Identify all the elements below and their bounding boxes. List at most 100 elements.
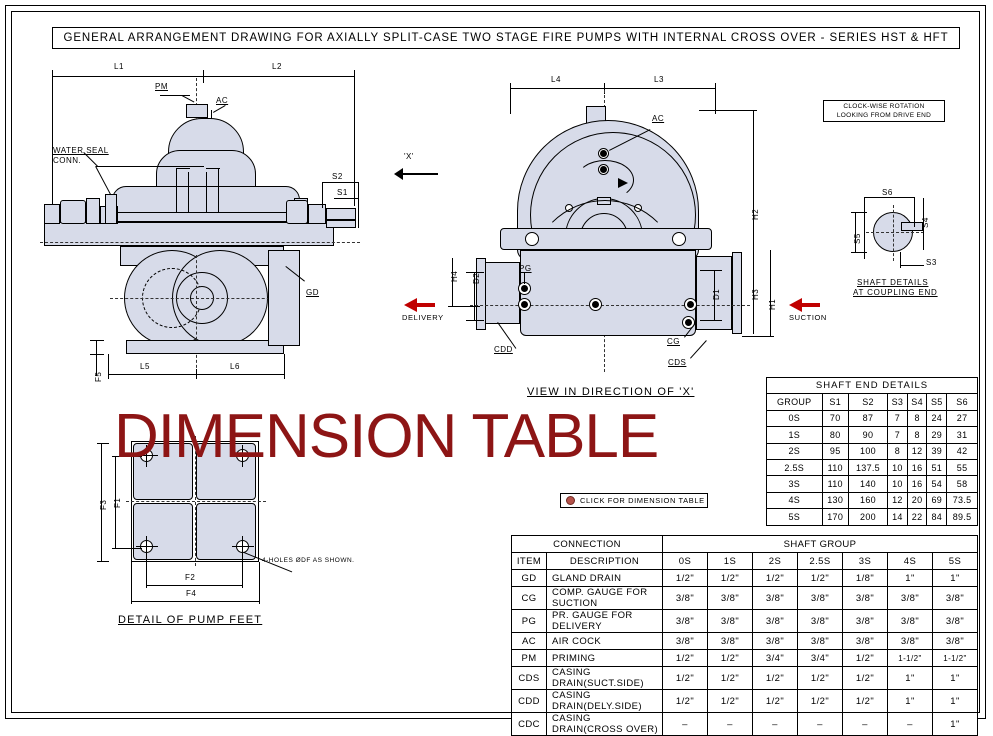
- hole-cross: [242, 445, 243, 467]
- click-for-dimension-table-button[interactable]: CLICK FOR DIMENSION TABLE: [560, 493, 708, 508]
- cell-item: CDD: [511, 689, 547, 713]
- shaft-centerline-v: [893, 205, 894, 261]
- cell-value: 1-1/2": [932, 649, 978, 667]
- dim-label-L1: L1: [114, 62, 124, 71]
- casing-inner-line: [206, 172, 207, 212]
- leader-line-water-seal: [96, 166, 152, 167]
- cell-s6: 58: [946, 475, 978, 493]
- cell-value: 3/8": [707, 586, 753, 610]
- volute-centerline-v: [196, 255, 197, 350]
- caption-shaft-details: SHAFT DETAILS: [857, 278, 929, 287]
- cell-value: 3/8": [752, 609, 798, 633]
- cell-value: 3/8": [932, 586, 978, 610]
- click-button-label: CLICK FOR DIMENSION TABLE: [580, 496, 705, 505]
- bearing-left: [60, 200, 86, 224]
- cell-s5: 54: [926, 475, 948, 493]
- foot-centerline-h: [126, 501, 266, 502]
- ext-line: [358, 182, 359, 228]
- stuffing-box-left: [105, 194, 117, 224]
- cell-description: CASING DRAIN(SUCT.SIDE): [546, 666, 663, 690]
- hole-cross: [146, 445, 147, 467]
- dim-line-F3: [101, 443, 102, 561]
- callout-AC: AC: [216, 96, 229, 105]
- conn-group-3s: 3S: [842, 552, 888, 570]
- dim-label-L3: L3: [654, 75, 664, 84]
- callout-water-seal-line2: CONN.: [53, 156, 82, 165]
- cell-item: PG: [511, 609, 547, 633]
- cell-group: 2.5S: [766, 458, 823, 477]
- cell-value: 3/4": [797, 649, 843, 667]
- table-row-title: SHAFT END DETAILS: [766, 376, 978, 395]
- cell-value: 3/8": [707, 632, 753, 650]
- cell-value: 3/8": [842, 632, 888, 650]
- priming-nozzle: [186, 104, 208, 118]
- cell-value: –: [797, 712, 843, 736]
- callout-PM: PM: [155, 82, 168, 91]
- cell-value: 1/2": [662, 666, 708, 690]
- ext-line: [112, 456, 142, 457]
- cell-value: 1": [932, 666, 978, 690]
- conn-group-2s: 2S: [752, 552, 798, 570]
- cell-s4: 16: [906, 458, 928, 477]
- cell-s2: 87: [847, 409, 889, 428]
- ext-line: [259, 562, 260, 604]
- table-row-header-sub: ITEM DESCRIPTION 0S 1S 2S 2.5S 3S 4S 5S: [511, 552, 978, 570]
- dim-label-F5: F5: [94, 371, 103, 382]
- cell-s2: 160: [847, 491, 889, 510]
- ext-line: [131, 562, 132, 604]
- cell-value: 1": [887, 666, 933, 690]
- pressure-gauge-boss-center: [521, 301, 528, 308]
- foot-centerline-v: [195, 436, 196, 566]
- shaft-end-details-table: SHAFT END DETAILS GROUP S1 S2 S3 S4 S5 S…: [766, 376, 978, 526]
- cell-description: PR. GAUGE FOR DELIVERY: [546, 609, 663, 633]
- cell-s5: 51: [926, 458, 948, 477]
- shaft-extension: [326, 208, 356, 220]
- foot-bolt-hole: [672, 232, 686, 246]
- casing-inner-line: [218, 168, 219, 212]
- cell-s4: 8: [906, 426, 928, 444]
- shaft-col-s2: S2: [847, 393, 889, 411]
- cell-s2: 137.5: [847, 458, 889, 477]
- cell-s2: 100: [847, 442, 889, 460]
- ext-line: [900, 252, 901, 268]
- ext-line: [284, 354, 285, 376]
- table-row-header-top: CONNECTION SHAFT GROUP: [511, 535, 978, 553]
- cell-value: 3/8": [842, 586, 888, 610]
- ext-line: [90, 354, 104, 355]
- cell-group: 5S: [766, 508, 823, 526]
- air-cock-boss-center: [600, 150, 607, 157]
- dim-label-F2: F2: [185, 573, 196, 582]
- dim-label-F3: F3: [99, 499, 108, 510]
- cell-value: –: [842, 712, 888, 736]
- connection-table: CONNECTION SHAFT GROUP ITEM DESCRIPTION …: [511, 535, 978, 736]
- ext-line: [146, 552, 147, 588]
- dim-line-S6: [864, 197, 914, 198]
- dim-line-D2: [474, 272, 475, 320]
- dim-line-F5: [96, 340, 97, 376]
- cell-value: 1/2": [662, 649, 708, 667]
- ext-line: [108, 354, 109, 376]
- cell-description: GLAND DRAIN: [546, 569, 663, 587]
- hole-cross: [136, 546, 158, 547]
- sheet-border-outer: [5, 5, 986, 719]
- rotation-note-line2: LOOKING FROM DRIVE END: [836, 112, 932, 119]
- callout-water-seal-line1: WATER SEAL: [53, 146, 109, 155]
- dim-label-F1: F1: [113, 497, 122, 508]
- cell-item: PM: [511, 649, 547, 667]
- ext-line: [699, 110, 757, 111]
- cell-value: 3/8": [707, 609, 753, 633]
- dim-label-S1: S1: [337, 188, 348, 197]
- dim-line-H4: [452, 258, 453, 306]
- cell-s6: 42: [946, 442, 978, 460]
- shaft-keyway: [901, 222, 923, 231]
- cell-s3: 10: [887, 475, 908, 493]
- volute-centerline: [110, 298, 290, 299]
- cell-s6: 89.5: [946, 508, 978, 526]
- volute-spiral-arc: [530, 200, 680, 350]
- dim-label-H2: H2: [751, 208, 760, 220]
- label-delivery: DELIVERY: [402, 313, 444, 322]
- cell-value: 1-1/2": [887, 649, 933, 667]
